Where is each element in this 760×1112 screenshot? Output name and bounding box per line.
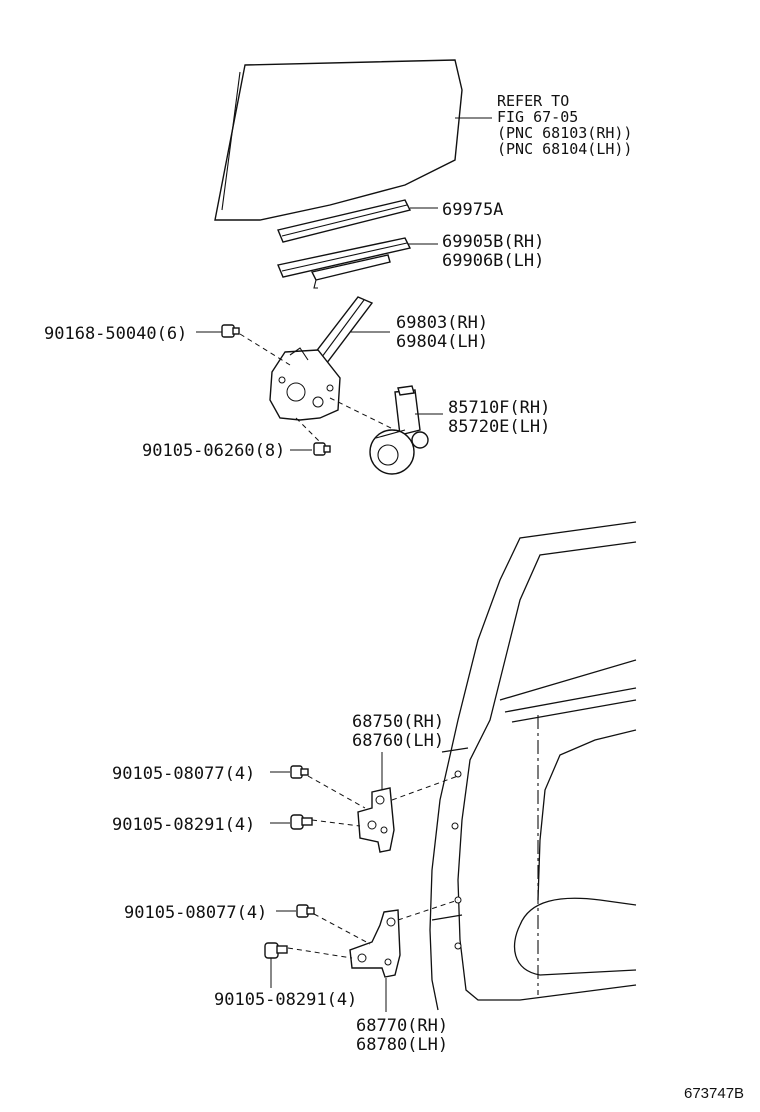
- label-upper-hinge-lh: 68760(LH): [352, 731, 444, 751]
- bolt-e-icon: [296, 904, 315, 918]
- label-regulator-lh: 69804(LH): [396, 332, 488, 352]
- run-channel: [277, 199, 412, 243]
- bolt-f-dashline: [287, 947, 353, 959]
- label-bolt-e: 90105-08077(4): [124, 903, 267, 923]
- label-lower-hinge-rh: 68770(RH): [356, 1016, 448, 1036]
- lower-hinge-dashline: [397, 899, 459, 921]
- label-motor-rh: 85710F(RH): [448, 398, 550, 418]
- label-channel-rh: 69905B(RH): [442, 232, 544, 252]
- window-motor: [369, 385, 429, 475]
- bolt-b-icon: [313, 442, 331, 456]
- label-lower-hinge-lh: 68780(LH): [356, 1035, 448, 1055]
- bolt-d-dashline: [311, 819, 361, 827]
- label-regulator-rh: 69803(RH): [396, 313, 488, 333]
- glass-channel: [277, 237, 412, 289]
- bolt-b-dashline: [295, 417, 321, 443]
- bolt-e-dashline: [313, 913, 371, 945]
- bolt-a-icon: [221, 324, 240, 338]
- door-glass: [214, 59, 463, 221]
- label-bolt-c: 90105-08077(4): [112, 764, 255, 784]
- refer-line-3: (PNC 68103(RH)): [497, 124, 632, 142]
- upper-hinge-dashline: [391, 775, 459, 801]
- window-regulator: [269, 296, 374, 421]
- illustration-id: 673747B: [684, 1085, 744, 1102]
- label-bolt-a: 90168-50040(6): [44, 324, 187, 344]
- lower-hinge: [349, 909, 401, 978]
- refer-line-4: (PNC 68104(LH)): [497, 140, 632, 158]
- label-bolt-f: 90105-08291(4): [214, 990, 357, 1010]
- body-pillar: [429, 521, 637, 1011]
- refer-line-1: REFER TO: [497, 92, 569, 110]
- upper-hinge: [357, 787, 395, 853]
- refer-line-2: FIG 67-05: [497, 108, 578, 126]
- label-channel-lh: 69906B(LH): [442, 251, 544, 271]
- label-bolt-b: 90105-06260(8): [142, 441, 285, 461]
- motor-dashline: [329, 397, 396, 431]
- label-motor-lh: 85720E(LH): [448, 417, 550, 437]
- bolt-f-icon: [264, 942, 288, 959]
- label-upper-hinge-rh: 68750(RH): [352, 712, 444, 732]
- bolt-c-icon: [290, 765, 309, 779]
- label-run-channel: 69975A: [442, 200, 503, 220]
- bolt-a-dashline: [239, 333, 291, 366]
- bolt-c-dashline: [307, 775, 366, 809]
- label-bolt-d: 90105-08291(4): [112, 815, 255, 835]
- bolt-d-icon: [290, 814, 313, 830]
